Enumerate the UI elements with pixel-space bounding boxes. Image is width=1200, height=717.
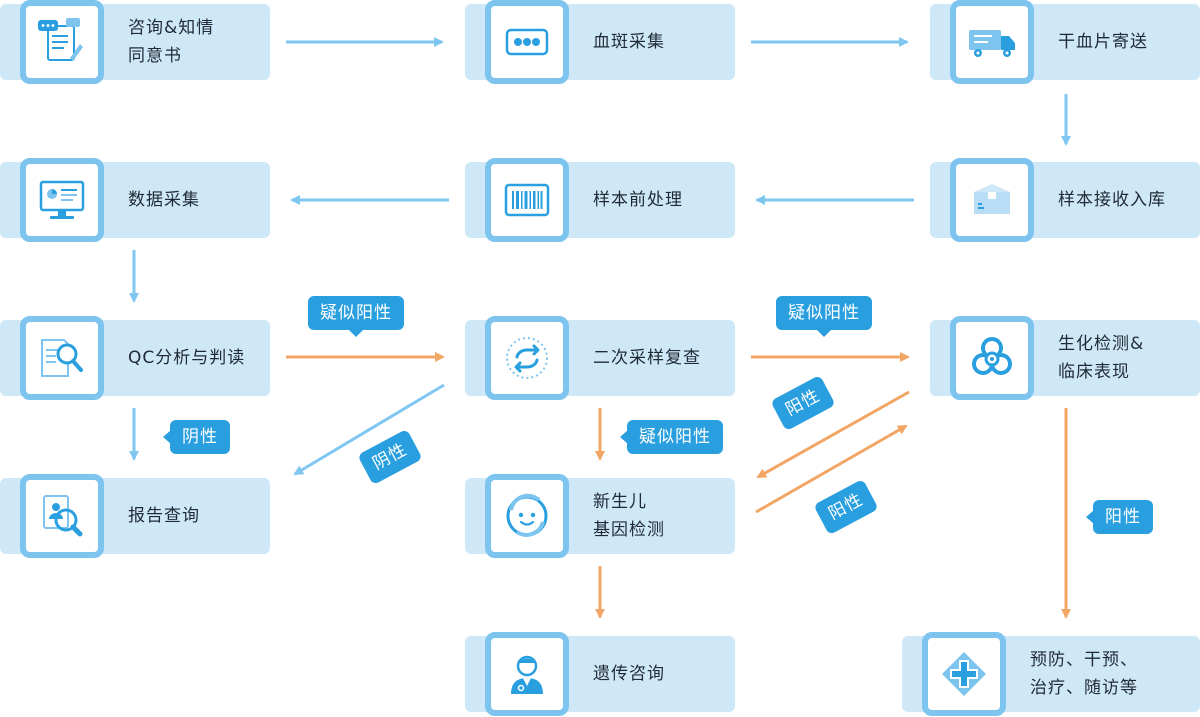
label-line-1: 二次采样复查: [593, 348, 701, 368]
icon-box: [485, 0, 569, 84]
blood-spot-card-icon: [505, 28, 549, 56]
node-prevention: 预防、干预、 治疗、随访等: [902, 632, 1200, 716]
node-newborn-gene: 新生儿 基因检测: [465, 474, 735, 558]
label-line-1: 预防、干预、: [1030, 650, 1138, 670]
icon-box: [485, 474, 569, 558]
monitor-chart-icon: [39, 180, 85, 219]
node-label: 咨询&知情 同意书: [128, 4, 264, 80]
label-line-1: 咨询&知情: [128, 18, 215, 38]
node-qc: QC分析与判读: [0, 316, 270, 400]
icon-box: [485, 158, 569, 242]
icon-box: [485, 316, 569, 400]
label-line-1: QC分析与判读: [128, 348, 246, 368]
icon-box: [20, 316, 104, 400]
label-line-1: 数据采集: [128, 190, 200, 210]
node-receive: 样本接收入库: [930, 158, 1200, 242]
node-label: 报告查询: [128, 478, 264, 554]
package-box-icon: [974, 184, 1010, 214]
icon-box: [20, 474, 104, 558]
badge-positive-biochem: 阳性: [1086, 500, 1153, 534]
label-line-1: 样本接收入库: [1058, 190, 1166, 210]
consent-form-icon: [38, 18, 83, 61]
label-line-1: 生化检测&: [1058, 334, 1145, 354]
delivery-truck-icon: [969, 30, 1015, 57]
arrow-biochem-to-newborn: [756, 390, 910, 479]
label-line-2: 临床表现: [1058, 362, 1130, 382]
node-resample: 二次采样复查: [465, 316, 735, 400]
node-label: 干血片寄送: [1058, 4, 1194, 80]
node-label: 二次采样复查: [593, 320, 729, 396]
node-label: 预防、干预、 治疗、随访等: [1030, 636, 1194, 712]
label-line-2: 治疗、随访等: [1030, 678, 1138, 698]
label-line-1: 干血片寄送: [1058, 32, 1148, 52]
icon-box: [922, 632, 1006, 716]
badge-negative-qc: 阴性: [163, 420, 230, 454]
barcode-icon: [504, 183, 550, 217]
node-preprocess: 样本前处理: [465, 158, 735, 242]
baby-face-icon: [506, 493, 548, 537]
icon-box: [20, 0, 104, 84]
badge-suspected-positive-newborn: 疑似阳性: [620, 420, 723, 454]
node-label: QC分析与判读: [128, 320, 264, 396]
node-counseling: 遗传咨询: [465, 632, 735, 716]
node-blood-spot: 血斑采集: [465, 0, 735, 84]
icon-box: [485, 632, 569, 716]
icon-box: [950, 0, 1034, 84]
label-line-1: 新生儿: [593, 492, 647, 512]
document-magnifier-icon: [41, 339, 83, 377]
biohazard-icon: [972, 337, 1012, 375]
node-label: 样本前处理: [593, 162, 729, 238]
label-line-1: 遗传咨询: [593, 664, 665, 684]
label-line-1: 样本前处理: [593, 190, 683, 210]
medical-cross-icon: [942, 652, 986, 696]
node-label: 样本接收入库: [1058, 162, 1194, 238]
badge-suspected-positive-qc: 疑似阳性: [308, 296, 404, 337]
node-label: 新生儿 基因检测: [593, 478, 729, 554]
icon-box: [950, 316, 1034, 400]
node-label: 数据采集: [128, 162, 264, 238]
label-line-1: 血斑采集: [593, 32, 665, 52]
label-line-2: 同意书: [128, 46, 182, 66]
node-data-collection: 数据采集: [0, 158, 270, 242]
node-shipping: 干血片寄送: [930, 0, 1200, 84]
node-report: 报告查询: [0, 474, 270, 558]
refresh-cycle-icon: [506, 337, 548, 379]
badge-suspected-positive-resample: 疑似阳性: [776, 296, 872, 337]
report-search-icon: [43, 495, 83, 537]
arrow-resample-to-report: [293, 383, 445, 476]
icon-box: [20, 158, 104, 242]
icon-box: [950, 158, 1034, 242]
label-line-1: 报告查询: [128, 506, 200, 526]
node-label: 遗传咨询: [593, 636, 729, 712]
node-consent: 咨询&知情 同意书: [0, 0, 270, 84]
doctor-icon: [511, 655, 543, 694]
arrow-newborn-to-biochem: [755, 424, 908, 514]
label-line-2: 基因检测: [593, 520, 665, 540]
node-label: 生化检测& 临床表现: [1058, 320, 1194, 396]
node-label: 血斑采集: [593, 4, 729, 80]
node-biochem: 生化检测& 临床表现: [930, 316, 1200, 400]
